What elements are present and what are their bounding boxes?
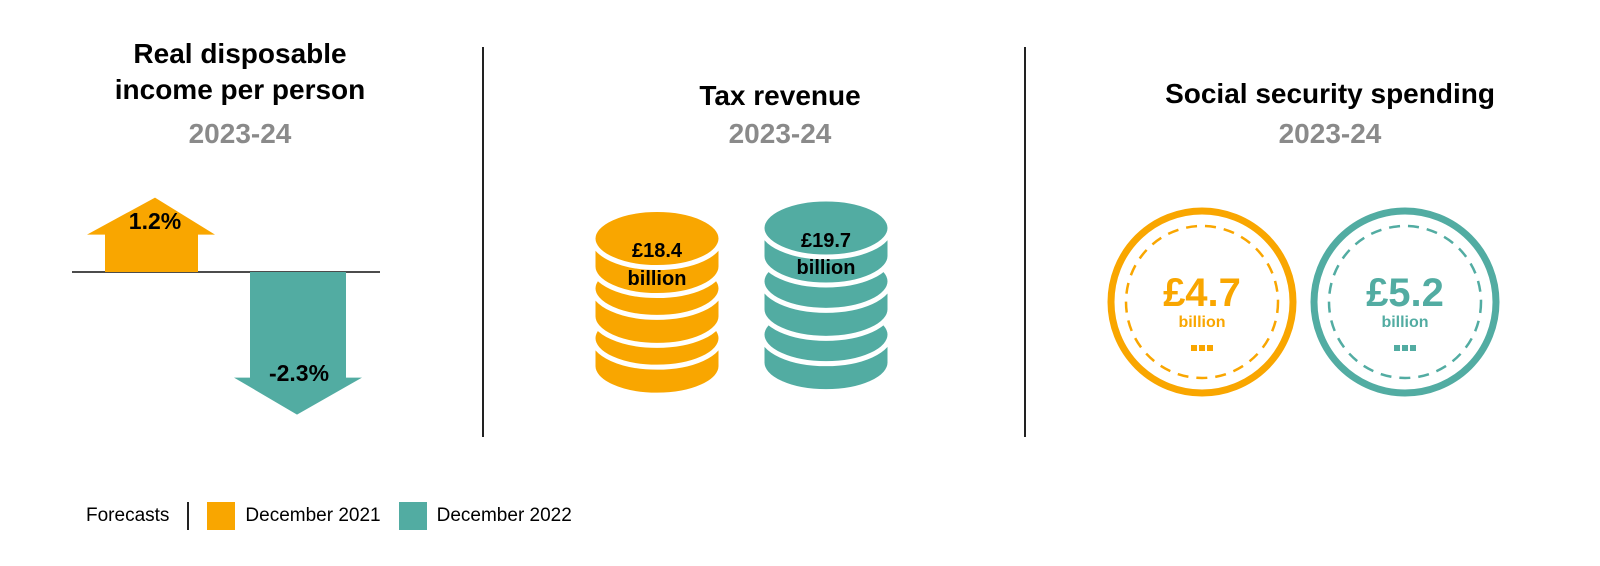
income-title: Real disposable income per person [40, 36, 440, 108]
social-coin-dec2021: £4.7 billion [1107, 207, 1297, 397]
income-subtitle: 2023-24 [188, 118, 292, 149]
social-ellipsis-dec2021 [1191, 345, 1213, 351]
income-down-arrow [234, 272, 362, 415]
tax-coin-top [590, 207, 724, 271]
tax-value-dec2022: £19.7 [801, 230, 851, 252]
legend: Forecasts December 2021 December 2022 [86, 500, 590, 532]
tax-unit-dec2022: billion [797, 257, 856, 279]
legend-separator [187, 502, 190, 530]
divider-1 [482, 47, 484, 437]
social-ellipsis-dec2022 [1394, 345, 1416, 351]
income-up-arrow [87, 197, 215, 272]
legend-label: Forecasts [86, 505, 170, 526]
social-unit-dec2022: billion [1381, 314, 1428, 331]
tax-panel: Tax revenue 2023-24 £18.4 billion £19.7 … [500, 0, 1060, 470]
social-panel: Social security spending 2023-24 £4.7 bi… [1060, 0, 1600, 470]
social-coin-dec2022: £5.2 billion [1310, 207, 1500, 397]
tax-coin-top [759, 196, 893, 260]
legend-swatch-dec2021 [207, 502, 236, 530]
income-panel: Real disposable income per person 2023-2… [40, 0, 440, 470]
social-title: Social security spending [1165, 78, 1495, 109]
social-unit-dec2021: billion [1178, 314, 1225, 331]
legend-item-dec2022: December 2022 [436, 505, 572, 526]
social-value-dec2022: £5.2 [1366, 271, 1444, 315]
legend-item-dec2021: December 2021 [245, 505, 381, 526]
income-label-dec2021: 1.2% [129, 208, 181, 234]
social-value-dec2021: £4.7 [1163, 271, 1241, 315]
social-subtitle: 2023-24 [1278, 118, 1382, 149]
divider-2 [1024, 47, 1026, 437]
tax-unit-dec2021: billion [628, 268, 687, 290]
income-chart: 1.2% -2.3% [72, 197, 380, 415]
tax-subtitle: 2023-24 [728, 118, 832, 149]
legend-swatch-dec2022 [398, 502, 427, 530]
income-label-dec2022: -2.3% [269, 360, 329, 386]
tax-chart: £18.4 billion £19.7 billion [590, 196, 893, 398]
tax-title: Tax revenue [699, 80, 861, 111]
social-chart: £4.7 billion £5.2 billion [1107, 207, 1500, 397]
income-title-line-1: Real disposable [133, 38, 347, 69]
income-title-line-2: income per person [114, 74, 366, 105]
tax-value-dec2021: £18.4 [632, 240, 683, 262]
tax-coin-stack-dec2022 [759, 196, 893, 395]
tax-coin-stack-dec2021 [590, 207, 724, 398]
